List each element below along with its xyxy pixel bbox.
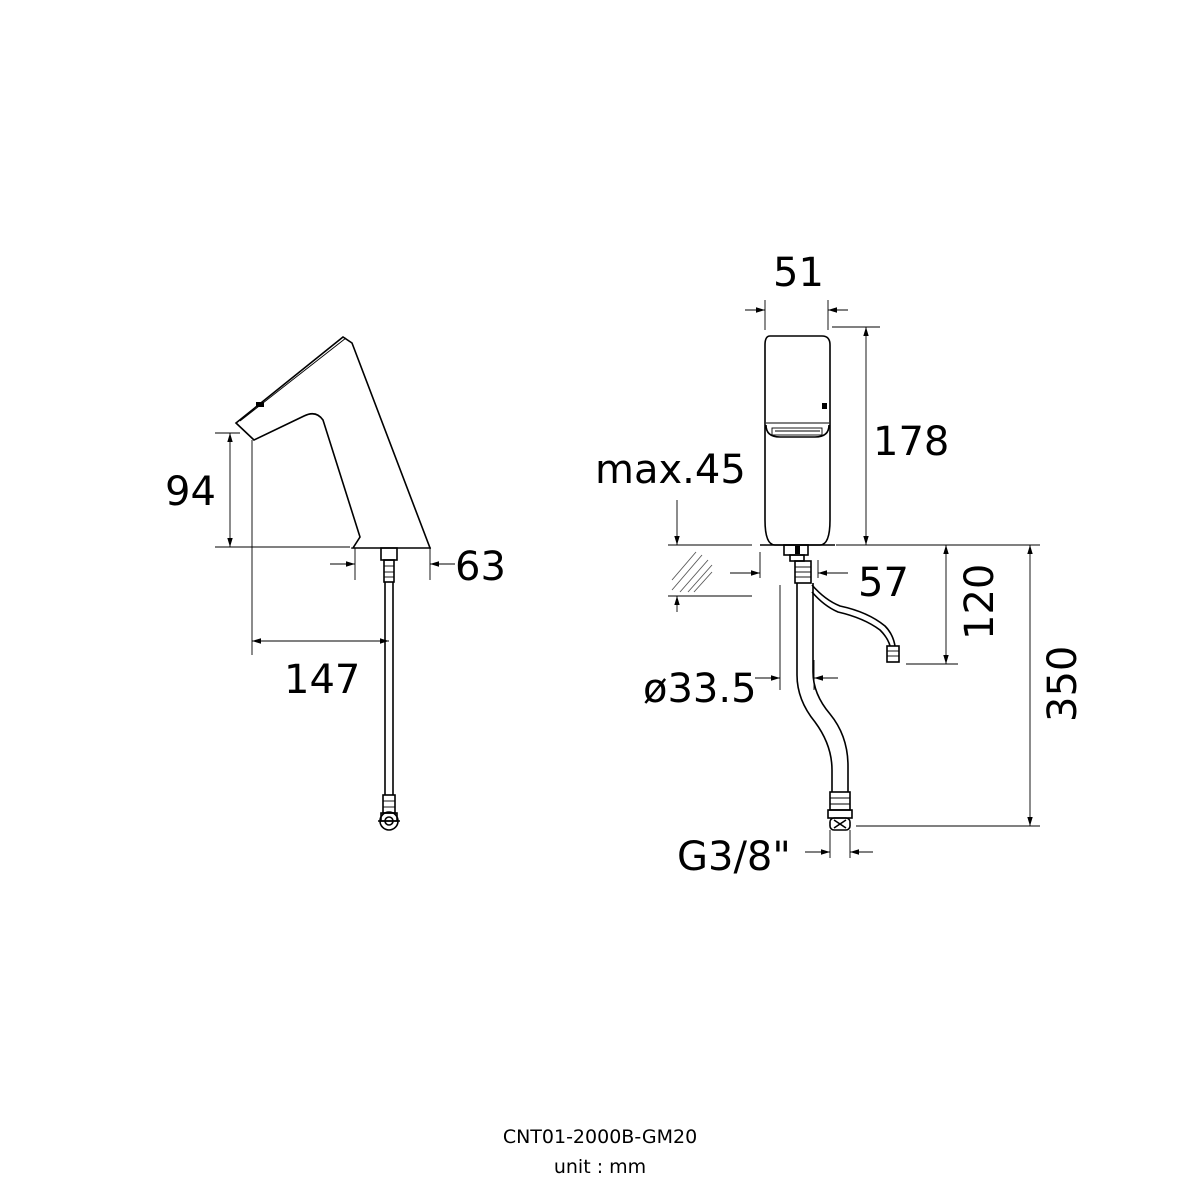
dim-max45-label: max.45 <box>595 447 746 493</box>
side-hose <box>378 547 400 831</box>
model-number: CNT01-2000B-GM20 <box>503 1126 697 1148</box>
front-faucet-body <box>764 335 831 546</box>
front-dim-cable: 120 <box>906 545 1003 665</box>
dim-hose-diameter-label: ø33.5 <box>643 666 757 712</box>
dim-178-label: 178 <box>873 419 949 465</box>
front-dim-total: 350 <box>838 544 1086 827</box>
sensor-cable <box>811 584 900 663</box>
dim-350-label: 350 <box>1040 646 1086 722</box>
dim-120-label: 120 <box>957 564 1003 640</box>
dim-thread-label: G3/8" <box>677 834 791 880</box>
front-dim-deck: max.45 <box>595 447 746 612</box>
front-dim-width: 51 <box>745 250 848 330</box>
side-dim-base: 63 <box>330 544 506 590</box>
dim-94-label: 94 <box>165 469 216 515</box>
side-view: 94 63 147 <box>165 336 506 831</box>
front-dim-thread: G3/8" <box>677 830 873 880</box>
front-dim-hole: 57 <box>730 552 909 606</box>
countertop-section <box>668 544 752 597</box>
unit-label: unit : mm <box>554 1156 646 1178</box>
dim-147-label: 147 <box>284 657 360 703</box>
side-faucet-body <box>234 336 432 549</box>
dim-63-label: 63 <box>455 544 506 590</box>
dim-51-label: 51 <box>773 250 824 296</box>
side-sensor-mark <box>256 402 264 407</box>
front-hose <box>794 560 853 831</box>
front-sensor-mark <box>822 403 827 409</box>
front-dim-height: 178 <box>832 326 949 546</box>
dim-57-label: 57 <box>858 560 909 606</box>
side-dim-reach: 147 <box>251 440 389 703</box>
side-dim-height: 94 <box>165 432 350 548</box>
front-dim-hose: ø33.5 <box>643 585 838 712</box>
front-view: 51 178 max.45 57 120 <box>595 250 1086 880</box>
